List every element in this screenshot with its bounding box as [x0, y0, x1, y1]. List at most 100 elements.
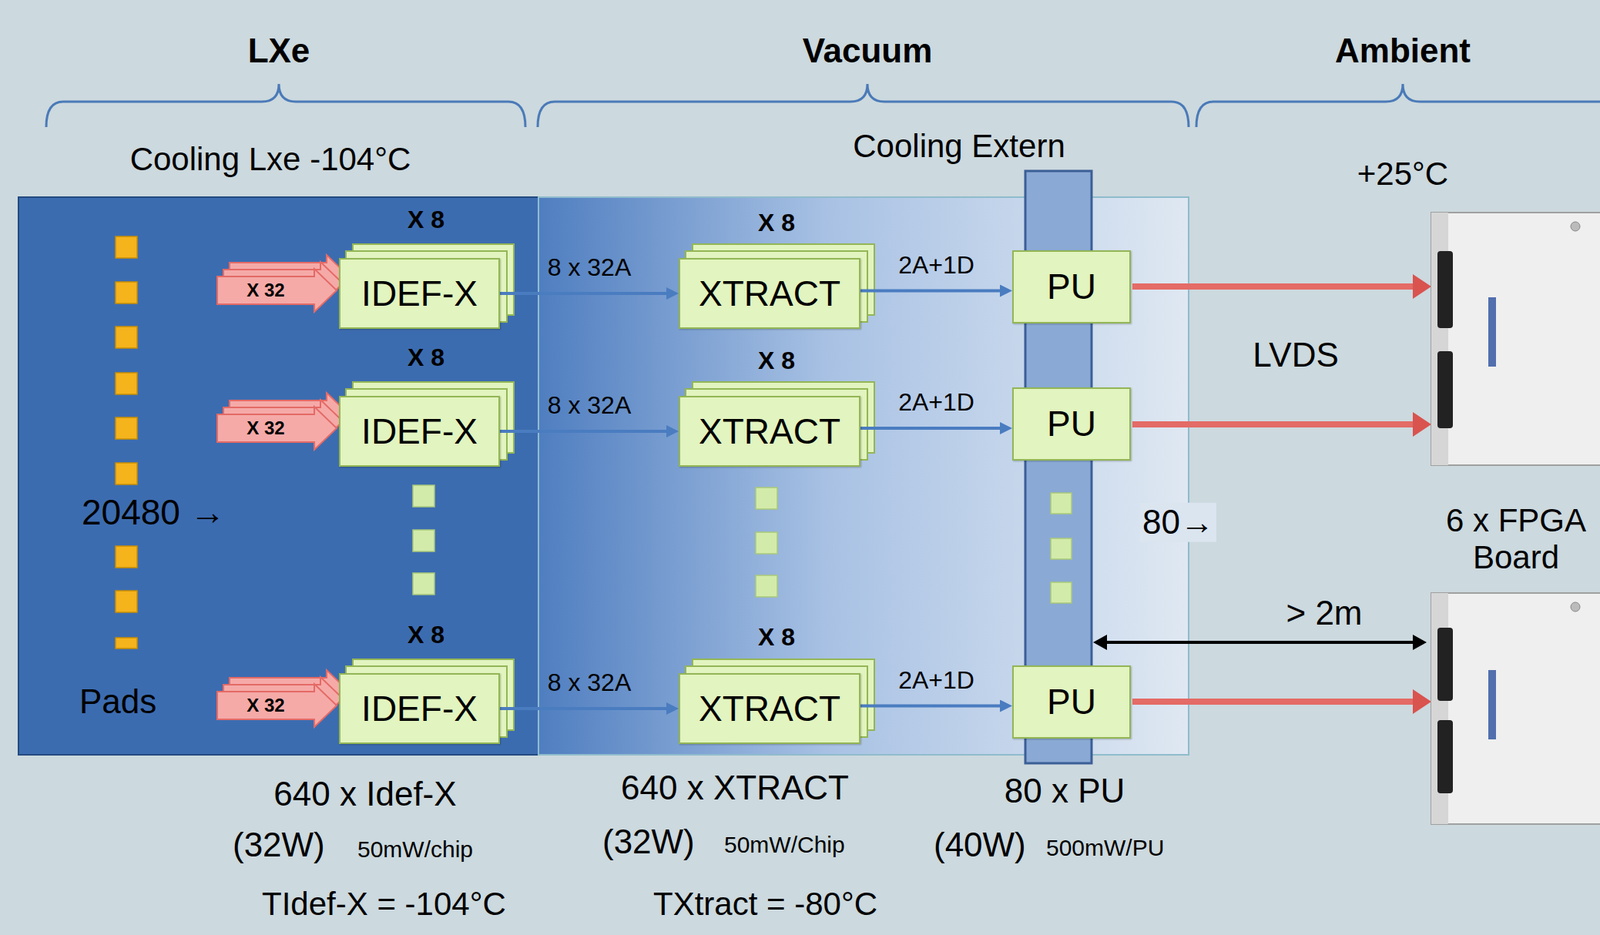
processing-unit: PU — [1012, 665, 1131, 739]
power-label: (32W) — [232, 825, 326, 866]
power-note: 50mW/Chip — [724, 831, 846, 859]
pad — [115, 372, 138, 395]
multiplicity-label: X 32 — [246, 417, 285, 440]
box-text: PU — [1046, 267, 1097, 307]
count-label: 80 x PU — [1004, 771, 1126, 812]
pad — [115, 637, 138, 649]
cooling-note: Cooling Lxe -104°C — [130, 140, 412, 178]
bus-label: 8 x 32A — [547, 668, 632, 698]
signal-arrow — [860, 289, 1003, 293]
ellipsis-square — [412, 485, 435, 507]
temperature-label: TXtract = -80°C — [653, 885, 878, 923]
power-note: 500mW/PU — [1046, 835, 1164, 863]
input-arrows — [217, 254, 349, 728]
box-text: IDEF-X — [361, 274, 478, 314]
lvds-head — [1412, 689, 1432, 715]
board-connector — [1437, 720, 1453, 794]
input-arrow — [217, 684, 337, 728]
ellipsis-squares — [412, 485, 1072, 604]
pads-label: Pads — [79, 682, 157, 722]
multiplicity-label: X 8 — [407, 205, 445, 235]
ellipsis-square — [1050, 538, 1072, 560]
distance-line — [1101, 640, 1418, 645]
box-text: XTRACT — [698, 689, 841, 729]
multiplicity-label: X 32 — [246, 694, 285, 717]
multiplicity-label: X 32 — [246, 279, 285, 302]
bus-label: 2A+1D — [898, 250, 975, 279]
box-text: PU — [1046, 404, 1097, 444]
signal-arrow — [499, 707, 670, 711]
processing-unit: PU — [1012, 250, 1131, 324]
ellipsis-square — [755, 487, 778, 510]
region-brace — [1196, 83, 1600, 128]
processing-unit: PU — [1012, 387, 1131, 461]
xtract-chip: XTRACT — [678, 258, 861, 329]
pad — [115, 462, 138, 485]
lvds-head — [1412, 274, 1432, 299]
idefx-chip: IDEF-X — [338, 395, 500, 467]
board-connector — [1437, 251, 1453, 329]
pad — [115, 326, 138, 349]
distance-head — [1412, 634, 1427, 651]
temperature-label: TIdef-X = -104°C — [261, 885, 507, 923]
pad — [115, 281, 138, 304]
signal-name: LVDS — [1252, 335, 1339, 376]
multiplicity-label: X 8 — [758, 208, 795, 238]
lvds-line — [1132, 283, 1416, 290]
multiplicity-label: X 8 — [407, 343, 445, 373]
xtract-chip: XTRACT — [678, 395, 861, 467]
pad — [115, 417, 138, 440]
board-connector — [1437, 627, 1453, 702]
board-label: 6 x FPGA Board — [1435, 502, 1597, 577]
board-screw — [1570, 221, 1580, 232]
box-text: PU — [1046, 682, 1097, 722]
pad — [115, 236, 138, 259]
board-body — [1431, 593, 1600, 825]
multiplicity-label: X 8 — [758, 623, 795, 652]
ellipsis-square — [412, 573, 435, 595]
board-body — [1431, 212, 1600, 466]
distance-label: > 2m — [1285, 593, 1362, 634]
ellipsis-square — [1050, 582, 1072, 604]
distance-arrow — [1093, 634, 1427, 651]
board-screw — [1570, 602, 1580, 612]
ellipsis-square — [412, 529, 435, 552]
xtract-chip: XTRACT — [678, 673, 861, 745]
bus-label: 8 x 32A — [547, 391, 632, 420]
cooling-note: Cooling Extern — [852, 127, 1065, 165]
box-text: IDEF-X — [361, 412, 478, 452]
ellipsis-square — [755, 532, 778, 554]
bus-label: 2A+1D — [898, 665, 975, 695]
count-label: 640 x XTRACT — [620, 768, 849, 809]
region-brace — [46, 83, 526, 128]
fpga-board — [1431, 593, 1600, 825]
ellipsis-square — [755, 575, 778, 598]
pad-column — [115, 236, 138, 649]
signal-arrow — [499, 429, 670, 433]
pad — [115, 590, 138, 613]
power-label: (40W) — [933, 825, 1027, 866]
box-text: IDEF-X — [361, 689, 478, 729]
idefx-chip: IDEF-X — [338, 258, 500, 329]
power-note: 50mW/chip — [357, 836, 473, 864]
region-brace — [537, 83, 1189, 128]
bus-label: 8 x 32A — [547, 253, 632, 282]
board-logo — [1488, 297, 1497, 367]
board-connector — [1437, 351, 1453, 429]
pad — [115, 546, 138, 568]
board-logo — [1488, 670, 1497, 740]
lxe-panel — [18, 197, 539, 755]
link-count: 80→ — [1140, 503, 1217, 543]
region-heading: Vacuum — [802, 31, 933, 71]
signal-arrow — [860, 426, 1003, 430]
lvds-line — [1132, 421, 1416, 428]
fpga-board — [1431, 212, 1600, 466]
power-label: (32W) — [602, 822, 695, 863]
ellipsis-square — [1050, 493, 1072, 514]
signal-arrow — [860, 704, 1003, 708]
bus-label: 2A+1D — [898, 388, 975, 417]
box-text: XTRACT — [698, 274, 841, 314]
channel-count: 20480 → — [81, 492, 226, 534]
box-text: XTRACT — [698, 412, 841, 452]
input-arrow — [217, 268, 337, 312]
